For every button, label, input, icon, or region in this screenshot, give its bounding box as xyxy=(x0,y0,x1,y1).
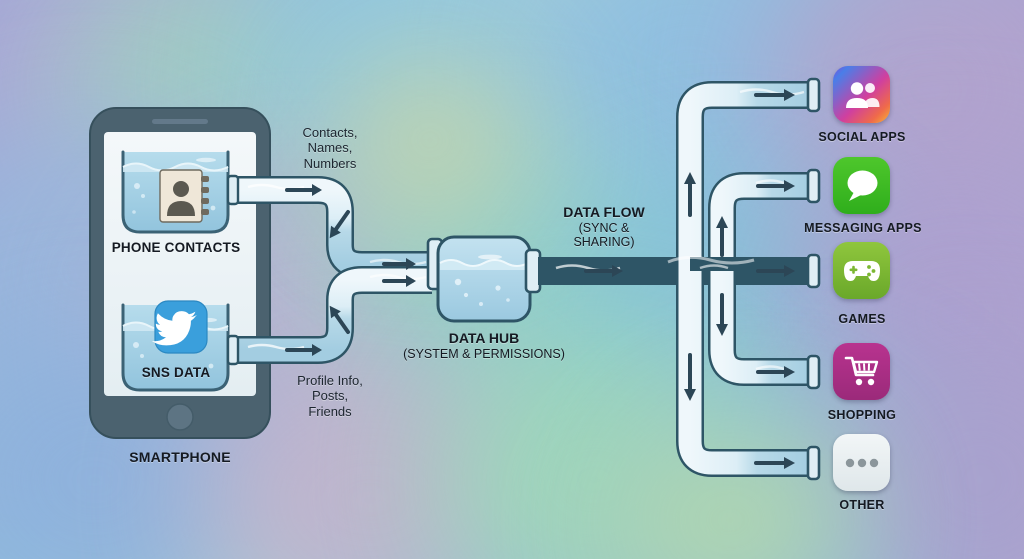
flange-contacts-outlet xyxy=(226,174,240,206)
note-line: Posts, xyxy=(311,388,349,404)
address-book-icon xyxy=(159,169,209,223)
note-contacts-data: Contacts, Names, Numbers xyxy=(272,125,388,171)
label-shopping: SHOPPING xyxy=(827,408,897,422)
data-hub xyxy=(426,235,542,323)
data-flow-sub-1: (SYNC & xyxy=(578,220,630,235)
data-flow-sub-2: SHARING) xyxy=(573,234,635,249)
label-messaging-apps: MESSAGING APPS xyxy=(804,221,922,235)
flange-sns-outlet xyxy=(226,334,240,366)
note-line: Contacts, xyxy=(302,125,358,140)
label-other: OTHER xyxy=(839,498,885,512)
tank-phone-contacts xyxy=(121,150,230,234)
app-icon-games[interactable] xyxy=(833,242,890,299)
app-icon-shopping[interactable] xyxy=(833,343,890,400)
branch-social-apps xyxy=(676,77,821,271)
label-phone-contacts: PHONE CONTACTS xyxy=(111,240,241,255)
branch-messaging-apps xyxy=(708,168,821,271)
note-line: Names, xyxy=(307,140,353,156)
pipe-main-trunk xyxy=(538,257,690,285)
label-sns-data: SNS DATA xyxy=(141,365,211,380)
speech-bubble-icon xyxy=(847,170,877,201)
data-hub-title: DATA HUB xyxy=(448,330,520,346)
app-icon-other[interactable] xyxy=(833,434,890,491)
flow-arrows-left xyxy=(285,184,416,356)
junction-highlight xyxy=(667,255,755,265)
label-smartphone: SMARTPHONE xyxy=(129,449,231,465)
data-hub-subtitle: (SYSTEM & PERMISSIONS) xyxy=(403,346,565,361)
note-sns-data: Profile Info, Posts, Friends xyxy=(270,373,390,419)
branch-other xyxy=(676,271,821,481)
note-line: Numbers xyxy=(303,155,357,171)
note-line: Profile Info, xyxy=(297,373,363,388)
branch-shopping xyxy=(708,271,821,390)
tank-sns-data xyxy=(121,300,230,392)
gamepad-icon xyxy=(843,260,880,281)
label-data-hub: DATA HUB (SYSTEM & PERMISSIONS) xyxy=(393,330,575,361)
label-data-flow: DATA FLOW (SYNC & SHARING) xyxy=(540,204,668,249)
twitter-bird-icon xyxy=(151,300,208,354)
label-games: GAMES xyxy=(838,312,886,326)
app-icon-social-apps[interactable] xyxy=(833,66,890,123)
data-flow-title: DATA FLOW xyxy=(563,204,645,220)
shopping-cart-icon xyxy=(844,356,878,386)
people-icon xyxy=(845,81,879,108)
ellipsis-icon xyxy=(845,458,878,467)
note-line: Friends xyxy=(308,403,352,419)
app-icon-messaging-apps[interactable] xyxy=(833,157,890,214)
label-social-apps: SOCIAL APPS xyxy=(818,130,906,144)
